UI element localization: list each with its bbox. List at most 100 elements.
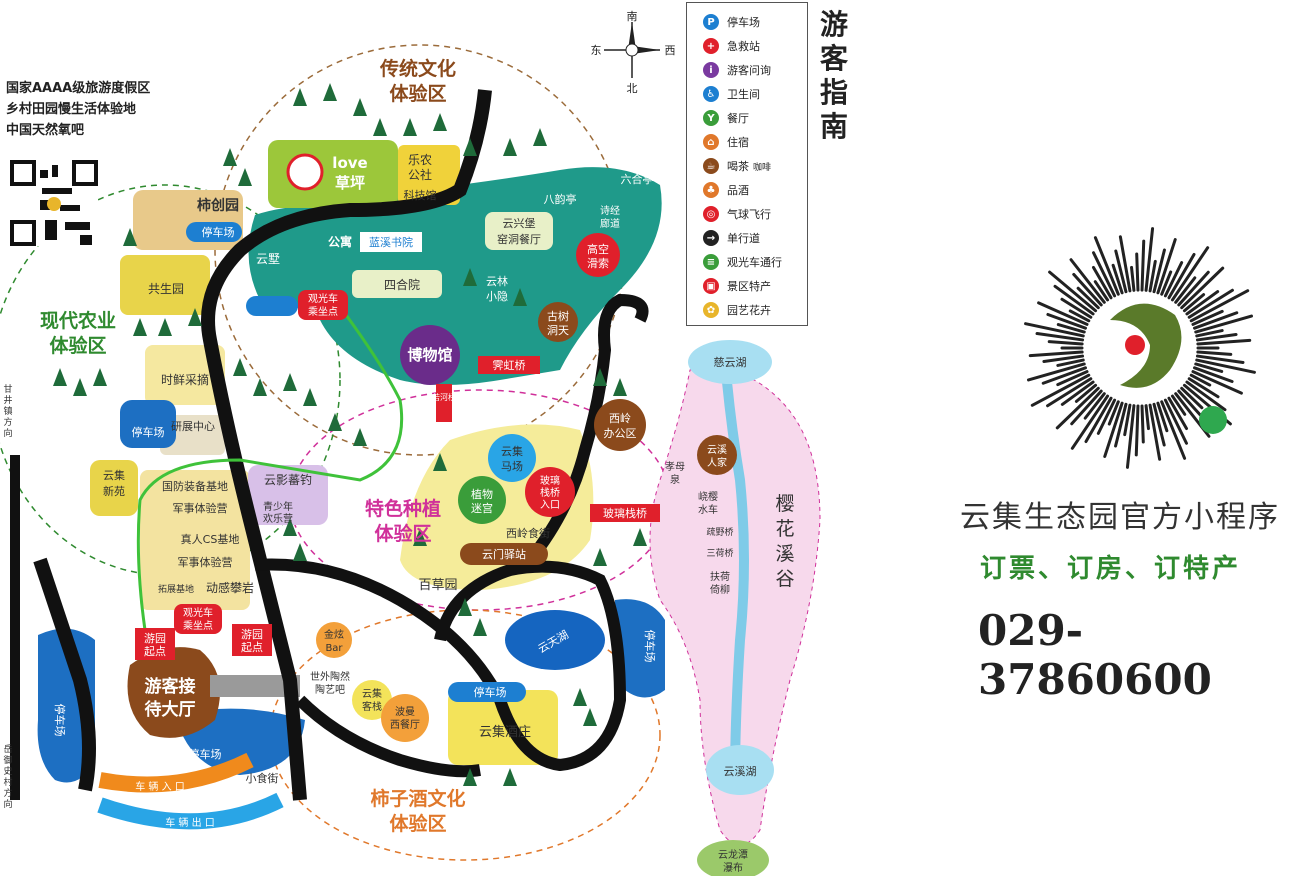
svg-text:方: 方 xyxy=(3,787,12,799)
tree-icon xyxy=(583,708,597,726)
info-icon: i xyxy=(703,62,719,78)
siheyuan-label: 四合院 xyxy=(384,277,420,292)
ciyun-lake-shape xyxy=(688,340,772,384)
modern-zone-title-2: 体验区 xyxy=(49,334,106,357)
plant-maze-label: 植物 xyxy=(471,487,493,501)
legend-item: ▣景区特产 xyxy=(703,277,771,295)
parking-hotel-label: 停车场 xyxy=(474,685,507,699)
start1-badge[interactable] xyxy=(135,628,175,660)
legend-item: ⌂住宿 xyxy=(703,133,749,151)
compass-right: 西 xyxy=(665,44,676,57)
yunji-inn-label-2: 客栈 xyxy=(362,700,382,713)
cs-base-label: 真人CS基地 xyxy=(181,532,240,546)
compass-top: 南 xyxy=(627,10,638,23)
shijing-label-2: 廊道 xyxy=(600,217,620,230)
lenong-area xyxy=(398,145,460,205)
glass-entry-badge[interactable] xyxy=(525,467,575,517)
plant-maze-badge xyxy=(458,476,506,524)
yunji-horse-label-2: 马场 xyxy=(501,459,523,473)
phone-number[interactable]: 029-37860600 xyxy=(978,606,1212,704)
shichuang-label: 柿创园 xyxy=(197,197,239,214)
xiling-office-label-2: 办公区 xyxy=(604,427,637,440)
tree-icon xyxy=(503,138,517,156)
svg-text:谷: 谷 xyxy=(775,568,794,590)
parking-right-label: 停车场 xyxy=(643,630,657,663)
ciyun-lake-label: 慈云湖 xyxy=(714,355,747,369)
zipline-label-2: 滑索 xyxy=(587,256,609,270)
tree-icon xyxy=(458,598,472,616)
climbing-label: 动感攀岩 xyxy=(206,580,254,595)
lanxi-label: 蓝溪书院 xyxy=(369,235,413,249)
start2-label-2: 起点 xyxy=(241,641,263,654)
lenong-label-2: 公社 xyxy=(408,167,432,182)
visitor-hall-label: 游客接 xyxy=(145,676,196,697)
tree-icon xyxy=(93,368,107,386)
legend-label: 卫生间 xyxy=(727,88,760,101)
yunxingbao-label-2: 窑洞餐厅 xyxy=(497,232,541,246)
lodging-icon: ⌂ xyxy=(703,134,719,150)
tree-icon xyxy=(473,618,487,636)
parking-top-label: 停车场 xyxy=(202,225,235,239)
tree-icon xyxy=(253,378,267,396)
parking-hotel-badge[interactable] xyxy=(448,682,526,702)
tea-icon: ☕ xyxy=(703,158,719,174)
xiling-food-label: 西岭食街 xyxy=(506,526,550,540)
jinxuan-label: 金炫 xyxy=(324,628,344,641)
gongsheng-area xyxy=(120,255,210,315)
yuntian-lake-shape xyxy=(505,610,605,670)
yunyu-terrace-label: 云御烟台 xyxy=(403,648,431,685)
yunying-label: 云影蕃钓 xyxy=(264,473,312,487)
svg-text:方: 方 xyxy=(3,416,12,428)
parking-mid-label: 停车场 xyxy=(132,425,165,439)
xiling-office-badge xyxy=(594,399,646,451)
svg-text:御: 御 xyxy=(3,754,12,766)
tree-icon xyxy=(188,308,202,326)
mini-program-code xyxy=(1022,227,1258,469)
legend-label: 景区特产 xyxy=(727,280,771,293)
glass-bridge-badge xyxy=(590,504,660,522)
jinxuan-badge xyxy=(316,622,352,658)
parking-top-badge[interactable] xyxy=(186,222,242,242)
tree-icon xyxy=(73,378,87,396)
svg-text:甘: 甘 xyxy=(3,383,12,395)
parking-mid-badge[interactable] xyxy=(120,400,176,448)
legend-label: 急救站 xyxy=(727,40,760,53)
yunlong-falls-shape xyxy=(697,840,769,880)
start2-badge[interactable] xyxy=(232,624,272,656)
tourcar-top-label: 观光车 xyxy=(308,292,338,305)
yunji-hotel-label: 云集酒庄 xyxy=(479,724,531,740)
tourcar-low-badge[interactable] xyxy=(174,604,222,634)
legend-item: ≡观光车通行 xyxy=(703,253,782,271)
svg-text:岳: 岳 xyxy=(3,743,12,755)
legend-item: ♣品酒 xyxy=(703,181,749,199)
defense-area xyxy=(140,470,250,610)
loop-road xyxy=(254,558,627,772)
yunjixinyuan-area xyxy=(90,460,138,516)
yunji-inn-badge xyxy=(352,680,392,720)
parking-small-badge[interactable] xyxy=(246,296,298,316)
tree-icon xyxy=(413,528,427,546)
sakura-valley-title: 樱 花 溪 谷 xyxy=(775,493,794,590)
tourcar-top-badge[interactable] xyxy=(298,290,348,320)
siheyuan-badge xyxy=(352,270,442,298)
restroom-icon: ♿ xyxy=(703,86,719,102)
parking-left-label: 停车场 xyxy=(53,704,67,737)
glass-entry-label: 玻璃 xyxy=(540,474,560,487)
tree-icon xyxy=(373,118,387,136)
ruohe-bridge-badge xyxy=(436,384,452,422)
museum-badge[interactable] xyxy=(400,325,460,385)
tree-icon xyxy=(593,368,607,386)
tree-icon xyxy=(633,528,647,546)
legend-item: + 急救站 xyxy=(703,37,760,55)
bayun-label: 八韵亭 xyxy=(544,192,577,206)
svg-text:花: 花 xyxy=(775,518,794,540)
lanxi-badge xyxy=(360,232,422,252)
museum-label: 博物馆 xyxy=(407,346,452,364)
zipline-badge[interactable] xyxy=(576,233,620,277)
youth-fun-label: 青少年 xyxy=(263,500,293,513)
first-aid-icon: + xyxy=(703,38,719,54)
special-zone-title-2: 体验区 xyxy=(374,522,431,545)
